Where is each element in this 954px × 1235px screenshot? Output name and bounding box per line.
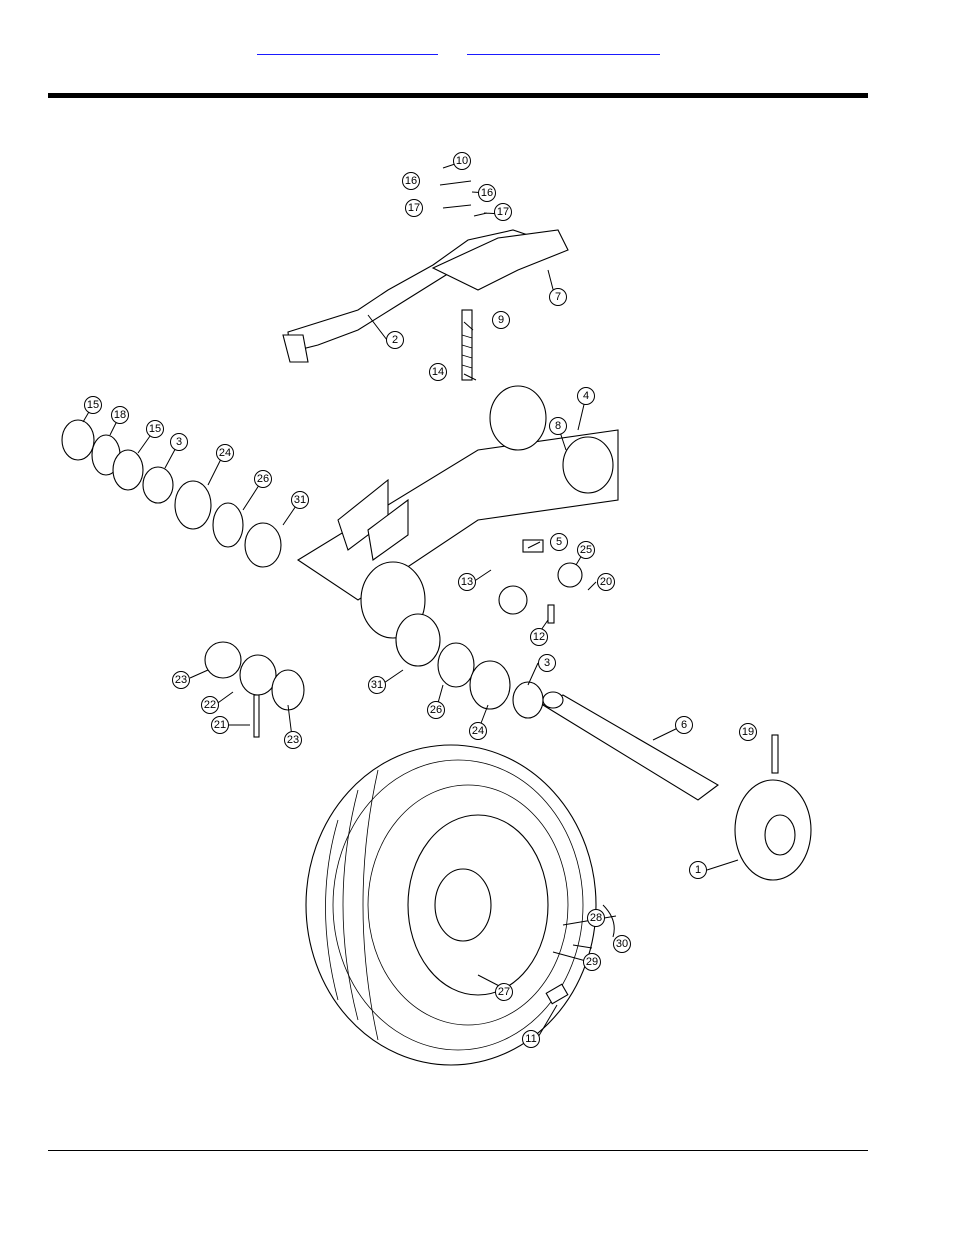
callout-1: 1 [690, 862, 707, 879]
svg-text:20: 20 [600, 576, 612, 588]
footer-rule [48, 1150, 868, 1151]
callout-16b: 16 [479, 185, 496, 202]
callout-26b: 26 [428, 702, 445, 719]
header-rule [48, 93, 868, 98]
svg-text:15: 15 [149, 423, 161, 435]
svg-text:8: 8 [555, 420, 561, 432]
svg-text:5: 5 [556, 536, 562, 548]
hub-part-1 [735, 735, 811, 880]
svg-text:21: 21 [214, 719, 226, 731]
callout-23a: 23 [173, 672, 190, 689]
svg-text:6: 6 [681, 719, 687, 731]
parts-exploded-diagram: 1 2 3 3 4 5 6 7 8 9 10 11 12 13 14 15 15… [58, 140, 820, 1075]
callout-17b: 17 [495, 204, 512, 221]
svg-text:24: 24 [472, 725, 484, 737]
svg-text:26: 26 [257, 473, 269, 485]
callout-14: 14 [430, 364, 447, 381]
spring-bolt-part-9 [462, 310, 472, 380]
callout-16a: 16 [403, 173, 420, 190]
header-link-2[interactable] [467, 38, 660, 55]
callout-11: 11 [523, 1031, 540, 1048]
callout-26a: 26 [255, 471, 272, 488]
callout-3a: 3 [171, 434, 188, 451]
callout-27: 27 [496, 984, 513, 1001]
callout-3b: 3 [539, 655, 556, 672]
callout-29: 29 [584, 954, 601, 971]
callout-6: 6 [676, 717, 693, 734]
callout-15a: 15 [85, 397, 102, 414]
callout-9: 9 [493, 312, 510, 329]
svg-text:16: 16 [481, 187, 493, 199]
svg-text:19: 19 [742, 726, 754, 738]
callout-5: 5 [551, 534, 568, 551]
svg-text:2: 2 [392, 334, 398, 346]
arm-part-4 [298, 386, 618, 638]
svg-text:26: 26 [430, 704, 442, 716]
svg-text:23: 23 [287, 734, 299, 746]
callout-13: 13 [459, 574, 476, 591]
svg-text:3: 3 [176, 436, 182, 448]
svg-text:7: 7 [555, 291, 561, 303]
svg-text:25: 25 [580, 544, 592, 556]
callout-21: 21 [212, 717, 229, 734]
svg-text:23: 23 [175, 674, 187, 686]
svg-text:3: 3 [544, 657, 550, 669]
svg-text:30: 30 [616, 938, 628, 950]
header-link-1[interactable] [257, 38, 438, 55]
svg-text:27: 27 [498, 986, 510, 998]
callout-2: 2 [387, 332, 404, 349]
svg-text:31: 31 [371, 679, 383, 691]
callout-23b: 23 [285, 732, 302, 749]
svg-text:17: 17 [497, 206, 509, 218]
callout-28: 28 [588, 910, 605, 927]
svg-text:18: 18 [114, 409, 126, 421]
sprocket-parts [499, 540, 582, 623]
svg-text:24: 24 [219, 447, 231, 459]
svg-text:31: 31 [294, 494, 306, 506]
callout-18: 18 [112, 407, 129, 424]
svg-text:22: 22 [204, 699, 216, 711]
svg-text:14: 14 [432, 366, 444, 378]
svg-text:13: 13 [461, 576, 473, 588]
diagram-svg: 1 2 3 3 4 5 6 7 8 9 10 11 12 13 14 15 15… [58, 140, 820, 1075]
svg-text:12: 12 [533, 631, 545, 643]
callout-31a: 31 [292, 492, 309, 509]
svg-text:1: 1 [695, 864, 701, 876]
callout-25: 25 [578, 542, 595, 559]
callout-4: 4 [578, 388, 595, 405]
bracket-part-7 [433, 230, 568, 290]
svg-text:11: 11 [525, 1033, 536, 1045]
callout-15b: 15 [147, 421, 164, 438]
callout-17a: 17 [406, 200, 423, 217]
callout-8: 8 [550, 418, 567, 435]
svg-text:16: 16 [405, 175, 417, 187]
callout-12: 12 [531, 629, 548, 646]
callout-30: 30 [614, 936, 631, 953]
callout-19: 19 [740, 724, 757, 741]
callout-24a: 24 [217, 445, 234, 462]
svg-text:29: 29 [586, 956, 598, 968]
callout-20: 20 [598, 574, 615, 591]
wheel-assembly [306, 745, 596, 1065]
axle-part-6 [543, 692, 718, 800]
svg-text:28: 28 [590, 912, 602, 924]
svg-text:10: 10 [456, 155, 468, 167]
callout-7: 7 [550, 289, 567, 306]
callout-22: 22 [202, 697, 219, 714]
header-links [0, 38, 954, 58]
svg-text:17: 17 [408, 202, 420, 214]
callout-31b: 31 [369, 677, 386, 694]
svg-text:9: 9 [498, 314, 504, 326]
callout-10: 10 [454, 153, 471, 170]
svg-text:15: 15 [87, 399, 99, 411]
bearing-stack-lower [205, 614, 543, 737]
svg-text:4: 4 [583, 390, 589, 402]
callout-24b: 24 [470, 723, 487, 740]
